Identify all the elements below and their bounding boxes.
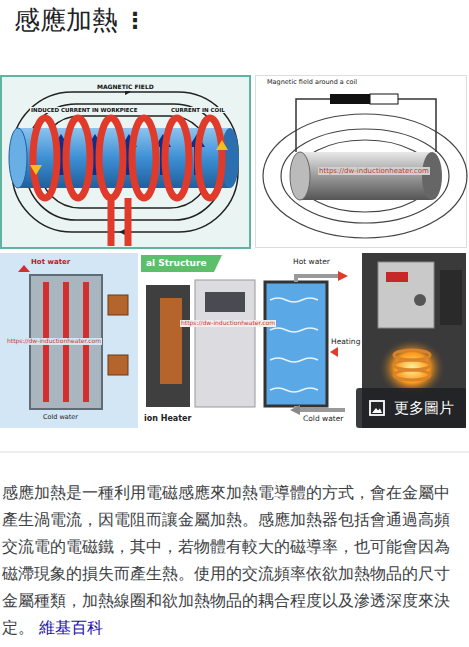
diagram-label: Hot water [30, 258, 71, 266]
description-text: 感應加熱是一種利用電磁感應來加熱電導體的方式，會在金屬中產生渦電流，因電阻而讓金… [2, 484, 450, 637]
button-label: 更多圖片 [394, 399, 454, 418]
heater-structure-illustration-part [141, 253, 358, 428]
coil-field-illustration [1, 76, 250, 248]
heater-photo [362, 253, 466, 428]
field-lines-illustration-part [398, 99, 436, 152]
banner-text: al Structure [146, 258, 207, 268]
menu-icon: ⋮ [124, 8, 146, 33]
diagram-label: ion Heater [143, 414, 192, 423]
field-lines-illustration-part [297, 140, 433, 212]
coil-field-illustration-part [9, 128, 27, 188]
field-lines-illustration-part [330, 94, 370, 104]
heater-photo-part [414, 294, 426, 306]
heater-structure-illustration-part [205, 292, 245, 312]
heater-structure-illustration [141, 253, 358, 428]
image-icon-mountain [372, 408, 382, 413]
coil-field-illustration-part [216, 140, 228, 150]
diagram-label: Magnetic field around a coil [266, 79, 358, 86]
water-heater-illustration-part [18, 265, 30, 272]
coil-field-illustration-part [33, 118, 222, 246]
heater-structure-illustration-part [146, 285, 190, 407]
image-icon [368, 399, 386, 417]
field-lines-illustration-part [300, 152, 432, 200]
heater-photo-part [394, 350, 430, 380]
field-lines-illustration-part [296, 99, 330, 152]
heater-structure-illustration-part [338, 271, 348, 281]
heater-structure-illustration-part [141, 255, 222, 272]
coil-field-illustration-part-part [66, 118, 90, 198]
coil-field-illustration-part-part [33, 118, 57, 198]
source-link: 維基百科 [39, 619, 103, 637]
heater-photo-part [386, 272, 408, 282]
field-lines-illustration-part [256, 76, 467, 248]
diagram-label: Heating [330, 338, 361, 347]
water-heater-illustration [0, 253, 138, 428]
diagram-label: INDUCED CURRENT IN WORKPIECE [30, 107, 138, 113]
coil-field-illustration-part-part [99, 118, 123, 198]
coil-field-illustration-part [119, 229, 125, 235]
coil-field-illustration-part-part [198, 118, 222, 198]
coil-field-illustration-part-part [132, 118, 156, 198]
panel-title: 感應加熱 [14, 6, 118, 36]
coil-field-illustration-part-part [108, 198, 115, 246]
heater-structure-illustration-part-part [270, 328, 318, 332]
heater-structure-illustration-part-part [270, 388, 318, 392]
field-lines-illustration-part [370, 94, 398, 104]
diagram-label: Hot water [292, 258, 331, 267]
heater-photo-part [362, 253, 466, 428]
heater-structure-illustration-part-part [270, 298, 318, 302]
watermark: https://dw-inductionheater.com [6, 338, 102, 345]
more-images-button: 更多圖片 [356, 388, 466, 428]
water-heater-illustration-part [108, 295, 128, 315]
heater-structure-illustration-part [290, 405, 300, 415]
field-lines-illustration-part [422, 152, 442, 200]
field-lines-illustration-part [281, 129, 449, 223]
divider [0, 452, 469, 453]
heater-structure-illustration-part-part [270, 358, 318, 362]
watermark: https://dw-inductionheater.com [180, 320, 276, 327]
heater-structure-illustration-part [270, 298, 318, 392]
heater-structure-illustration-part [296, 406, 345, 410]
heater-structure-illustration-part [160, 298, 182, 384]
heater-structure-illustration-part [330, 347, 338, 357]
image-icon-frame [370, 401, 384, 415]
watermark: https://dw-inductionheater.com [318, 167, 430, 175]
coil-field-illustration-part-part [165, 118, 189, 198]
coil-field-illustration-part-part [125, 198, 132, 246]
diagram-label: MAGNETIC FIELD [96, 84, 155, 91]
water-heater-illustration-part [0, 253, 138, 428]
heater-structure-illustration-part [296, 276, 338, 282]
heater-photo-part [440, 270, 462, 325]
heater-photo-part [378, 262, 434, 328]
coil-field-illustration-part [30, 165, 42, 175]
heater-structure-illustration-part [265, 282, 327, 406]
coil-field-illustration-part [1, 76, 250, 248]
diagram-label: Cold water [42, 414, 79, 421]
diagram-label: CURRENT IN COIL [170, 107, 226, 113]
field-lines-illustration [256, 76, 468, 248]
description-paragraph: 感應加熱是一種利用電磁感應來加熱電導體的方式，會在金屬中產生渦電流，因電阻而讓金… [2, 480, 464, 642]
heater-photo-part-part [394, 370, 430, 380]
heater-structure-illustration-part [195, 280, 255, 407]
field-lines-illustration-part [290, 152, 310, 200]
diagram-label: Cold water [302, 415, 344, 424]
water-heater-illustration-part [108, 355, 128, 375]
